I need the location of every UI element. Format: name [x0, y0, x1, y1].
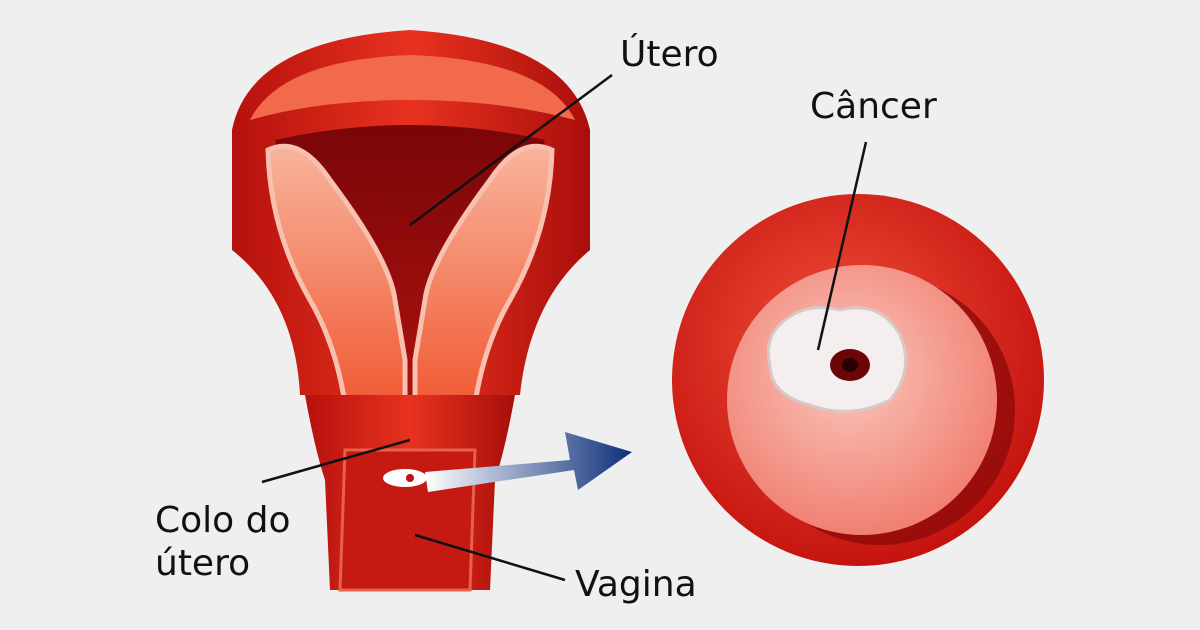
label-uterus: Útero — [620, 33, 719, 75]
lesion-core — [406, 474, 414, 482]
label-vagina: Vagina — [575, 564, 697, 605]
cervix-leader-line — [261, 438, 411, 484]
cervix-lesion — [383, 469, 427, 487]
label-cervix-line2: útero — [155, 543, 250, 584]
cervix-closeup — [672, 194, 1044, 566]
label-cervix-line1: Colo do — [155, 500, 291, 541]
uterus-illustration — [232, 30, 590, 592]
cancer-center — [842, 358, 858, 372]
vagina-leader-line — [414, 533, 566, 582]
uterus-leader-line — [409, 73, 613, 227]
label-cancer: Câncer — [810, 86, 937, 127]
uterus-top-fold — [250, 55, 575, 120]
zoom-arrow — [425, 432, 632, 492]
cancer-leader-line — [816, 141, 868, 351]
